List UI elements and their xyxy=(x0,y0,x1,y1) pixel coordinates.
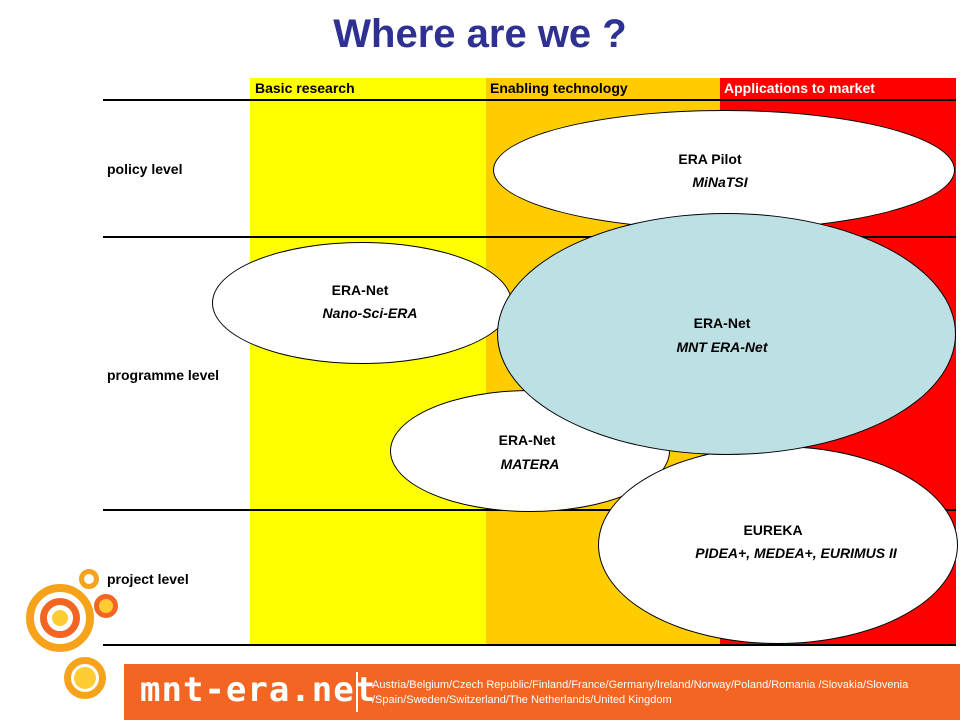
node-era-pilot-title: ERA Pilot xyxy=(678,151,742,167)
row-label-policy-level: policy level xyxy=(107,161,183,177)
column-header-enabling-technology: Enabling technology xyxy=(490,80,628,96)
node-era-net-mnt-era-net xyxy=(497,213,956,455)
column-header-basic-research: Basic research xyxy=(255,80,355,96)
row-label-programme-level: programme level xyxy=(107,367,220,383)
column-header-applications-to-market: Applications to market xyxy=(724,80,875,96)
node-eureka-subtitle: PIDEA+, MEDEA+, EURIMUS II xyxy=(695,545,897,561)
node-era-pilot-subtitle: MiNaTSI xyxy=(692,174,748,190)
footer-countries-line-1: Austria/Belgium/Czech Republic/Finland/F… xyxy=(372,679,909,691)
footer-divider xyxy=(356,672,358,712)
page-title: Where are we ? xyxy=(333,12,627,56)
node-mnt-era-net-subtitle: MNT ERA-Net xyxy=(676,339,768,355)
row-divider-top xyxy=(103,99,956,101)
node-matera-title: ERA-Net xyxy=(498,432,556,448)
node-nano-sci-era-subtitle: Nano-Sci-ERA xyxy=(322,305,418,321)
node-nano-sci-era-title: ERA-Net xyxy=(331,282,389,298)
node-eureka-title: EUREKA xyxy=(743,522,803,538)
node-mnt-era-net-title: ERA-Net xyxy=(693,315,751,331)
node-matera-subtitle: MATERA xyxy=(500,456,560,472)
footer-banner xyxy=(124,664,960,720)
node-eureka xyxy=(598,446,958,644)
row-divider-bottom xyxy=(103,644,956,646)
footer-logo: mnt-era.net xyxy=(140,670,377,710)
node-era-net-nano-sci-era xyxy=(212,242,512,364)
row-label-project-level: project level xyxy=(107,571,189,587)
footer-countries-line-2: /Spain/Sweden/Switzerland/The Netherland… xyxy=(372,694,672,706)
node-era-pilot-minatsi xyxy=(493,110,955,230)
row-divider-policy-programme xyxy=(103,236,956,238)
